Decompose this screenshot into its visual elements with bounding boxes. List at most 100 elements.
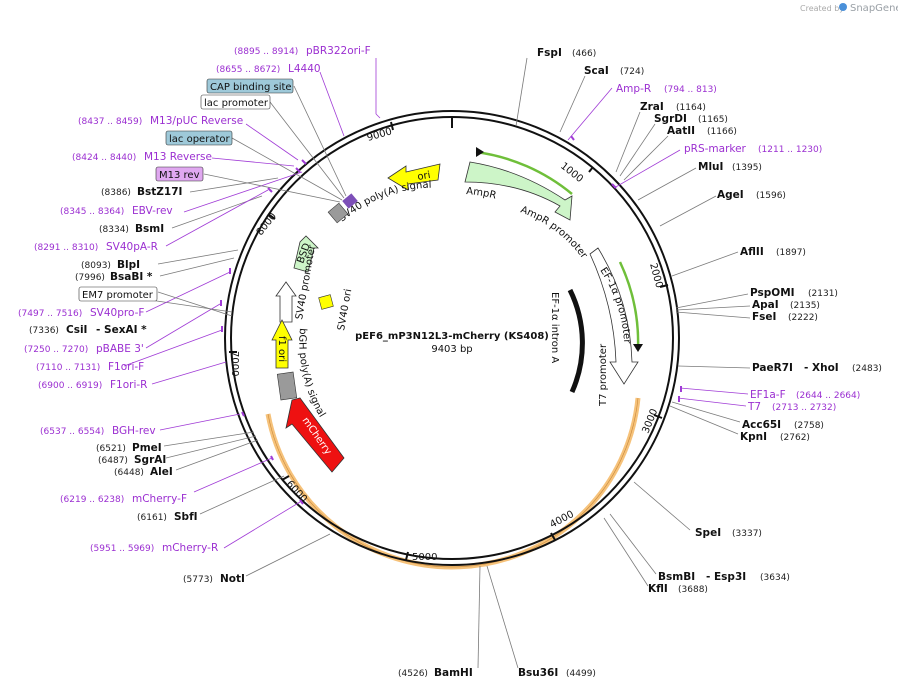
site-xhoi: - XhoI — [804, 362, 839, 374]
svg-text:(6521): (6521) — [96, 444, 126, 454]
primer-amp-r: Amp-R — [616, 83, 651, 95]
primer-bgh-rev: BGH-rev — [112, 425, 156, 437]
primer-pbr322ori-f: pBR322ori-F — [306, 45, 371, 57]
f1-ori-arrow — [271, 319, 293, 369]
svg-text:(8424 .. 8440): (8424 .. 8440) — [72, 153, 136, 163]
lac-operator-label: lac operator — [169, 134, 230, 145]
primer-ef1a-f: EF1a-F — [750, 389, 786, 401]
primer-f1ori-f: F1ori-F — [108, 361, 144, 373]
sv40-promoter-arrow — [275, 281, 297, 323]
map-length: 9403 bp — [431, 344, 472, 355]
svg-text:(2222): (2222) — [788, 313, 818, 323]
site-csii: CsiI — [66, 324, 87, 336]
svg-text:(8437 .. 8459): (8437 .. 8459) — [78, 117, 142, 127]
primer-t7: T7 — [747, 401, 761, 413]
site-bsu36i: Bsu36I — [518, 667, 558, 679]
svg-text:(794 .. 813): (794 .. 813) — [664, 85, 717, 95]
tick-8000: 8000 — [255, 211, 279, 238]
site-fsei: FseI — [752, 311, 776, 323]
svg-text:(4499): (4499) — [566, 669, 596, 679]
em7-promoter-box — [78, 286, 158, 302]
site-scai: ScaI — [584, 65, 609, 77]
svg-text:(724): (724) — [620, 67, 644, 77]
lac-promoter-box — [200, 94, 271, 110]
tick-6000: 6000 — [284, 479, 309, 505]
site-spei: SpeI — [695, 527, 721, 539]
primer-ebv-rev: EBV-rev — [132, 205, 173, 217]
tick-4000: 4000 — [548, 509, 576, 531]
site-zrai: ZraI — [640, 101, 664, 113]
svg-text:(8386): (8386) — [101, 188, 131, 198]
ef1a-promoter-arrow — [589, 247, 639, 385]
site-mlui: MluI — [698, 161, 723, 173]
svg-text:(8291 .. 8310): (8291 .. 8310) — [34, 243, 98, 253]
ef1a-intron-label: EF-1α intron A — [549, 292, 560, 363]
tick-5000: 5000 — [412, 552, 437, 563]
primer-f1ori-r: F1ori-R — [110, 379, 147, 391]
svg-text:(2762): (2762) — [780, 433, 810, 443]
ampr-label: AmpR — [466, 186, 498, 202]
svg-text:(1165): (1165) — [698, 115, 728, 125]
svg-text:(6448): (6448) — [114, 468, 144, 478]
cap-binding-site-box — [206, 78, 294, 94]
green-arc-top — [475, 150, 573, 195]
svg-text:(3337): (3337) — [732, 529, 762, 539]
site-acc65i: Acc65I — [742, 419, 781, 431]
svg-text:(2135): (2135) — [790, 301, 820, 311]
credit-brand: SnapGene — [850, 3, 898, 14]
mcherry-arrow — [285, 397, 345, 473]
site-alei: AleI — [150, 466, 173, 478]
site-aatii: AatII — [667, 125, 695, 137]
svg-text:(8895 .. 8914): (8895 .. 8914) — [234, 47, 298, 57]
svg-text:(2483): (2483) — [852, 364, 882, 374]
site-leader-lines — [149, 57, 751, 669]
site-sbfi: SbfI — [174, 511, 198, 523]
site-fspi: FspI — [537, 47, 562, 59]
t7-promoter-label: T7 promoter — [598, 343, 609, 407]
backbone-outer — [224, 110, 680, 566]
tick-7000: 7000 — [229, 351, 240, 376]
site-aflii: AflII — [740, 246, 764, 258]
m13-rev-box — [155, 166, 204, 182]
site-bamhi: BamHI — [434, 667, 473, 679]
lac-operator-box — [165, 130, 233, 146]
svg-text:(1395): (1395) — [732, 163, 762, 173]
svg-text:(2644 .. 2664): (2644 .. 2664) — [796, 391, 860, 401]
site-bsmi: BsmI — [135, 223, 164, 235]
green-arc-right — [618, 261, 640, 351]
svg-text:(7497 .. 7516): (7497 .. 7516) — [18, 309, 82, 319]
ampr-promoter-label: AmpR promoter — [519, 204, 590, 261]
svg-text:(6219 .. 6238): (6219 .. 6238) — [60, 495, 124, 505]
svg-text:(5951 .. 5969): (5951 .. 5969) — [90, 544, 154, 554]
tick-9000: 9000 — [366, 126, 393, 144]
sv40-ori-label: SV40 ori — [336, 288, 354, 331]
ampr-arrow — [464, 161, 573, 221]
svg-text:(3688): (3688) — [678, 585, 708, 595]
primer-m13-puc-reverse: M13/pUC Reverse — [150, 115, 243, 127]
svg-text:(2713 .. 2732): (2713 .. 2732) — [772, 403, 836, 413]
site-sgrai: SgrAI — [134, 454, 166, 466]
site-esp3i: - Esp3I — [706, 571, 746, 583]
boxed-leader-lines — [157, 85, 347, 317]
site-pmei: PmeI — [132, 442, 162, 454]
svg-text:(6487): (6487) — [98, 456, 128, 466]
primer-sv40pro-f: SV40pro-F — [90, 307, 144, 319]
svg-text:(7336): (7336) — [29, 326, 59, 336]
svg-text:(6537 .. 6554): (6537 .. 6554) — [40, 427, 104, 437]
site-paer7i: PaeR7I — [752, 362, 793, 374]
primer-markers — [220, 135, 682, 505]
svg-text:(8345 .. 8364): (8345 .. 8364) — [60, 207, 124, 217]
svg-text:(8093): (8093) — [81, 261, 111, 271]
svg-text:(8334): (8334) — [99, 225, 129, 235]
map-title: pEF6_mP3N12L3-mCherry (KS408) — [355, 331, 549, 342]
tick-1000: 1000 — [558, 161, 585, 185]
primer-sv40pa-r: SV40pA-R — [106, 241, 158, 253]
svg-text:(5773): (5773) — [183, 575, 213, 585]
site-blpi: BlpI — [117, 259, 140, 271]
primer-mcherry-f: mCherry-F — [132, 493, 187, 505]
site-sexai: - SexAI * — [96, 324, 147, 336]
sv40-ori-box — [318, 294, 334, 310]
site-bstz17i: BstZ17I — [137, 186, 182, 198]
site-apai: ApaI — [752, 299, 779, 311]
svg-text:(2758): (2758) — [794, 421, 824, 431]
